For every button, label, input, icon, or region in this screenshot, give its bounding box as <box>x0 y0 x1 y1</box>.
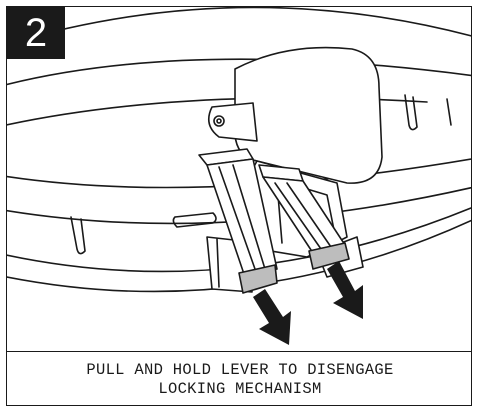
lever-left <box>206 158 278 278</box>
instruction-caption: PULL AND HOLD LEVER TO DISENGAGE LOCKING… <box>7 351 471 405</box>
lever-left-grip <box>238 264 278 294</box>
arrow-down-right-icon <box>253 289 291 345</box>
mount-screw <box>213 115 225 127</box>
rim-arc-2 <box>7 58 471 86</box>
slot-mid <box>172 212 217 228</box>
rim-outer-arc <box>7 7 471 45</box>
slot-right-2 <box>446 98 452 126</box>
instruction-panel: 2 PULL AND HOLD LEVER TO DISENGAGE LOCKI… <box>6 6 472 406</box>
mount-tab <box>207 102 258 142</box>
arrow-down-right-icon <box>327 261 363 319</box>
step-number-badge: 2 <box>7 7 65 59</box>
machine-illustration <box>7 7 471 345</box>
lever-right-grip <box>308 242 350 270</box>
slot-right-1 <box>404 94 418 131</box>
caption-line-1: PULL AND HOLD LEVER TO DISENGAGE <box>86 361 394 379</box>
slot-left <box>70 216 86 255</box>
caption-line-2: LOCKING MECHANISM <box>158 380 322 398</box>
